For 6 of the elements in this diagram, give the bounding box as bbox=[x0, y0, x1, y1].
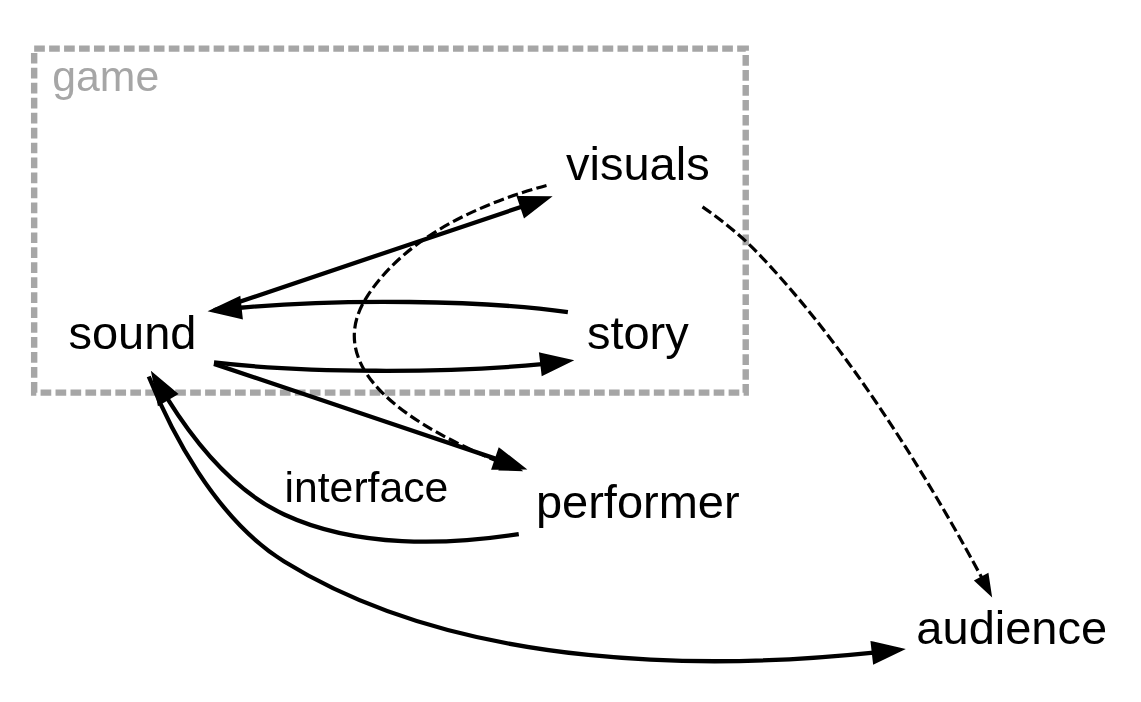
node-text: visuals bbox=[565, 137, 710, 191]
node-text: sound bbox=[68, 306, 197, 360]
edge-label: interface bbox=[284, 462, 449, 511]
node-text: performer bbox=[535, 474, 740, 528]
node-text: story bbox=[586, 306, 689, 360]
node-text: audience bbox=[916, 600, 1108, 654]
